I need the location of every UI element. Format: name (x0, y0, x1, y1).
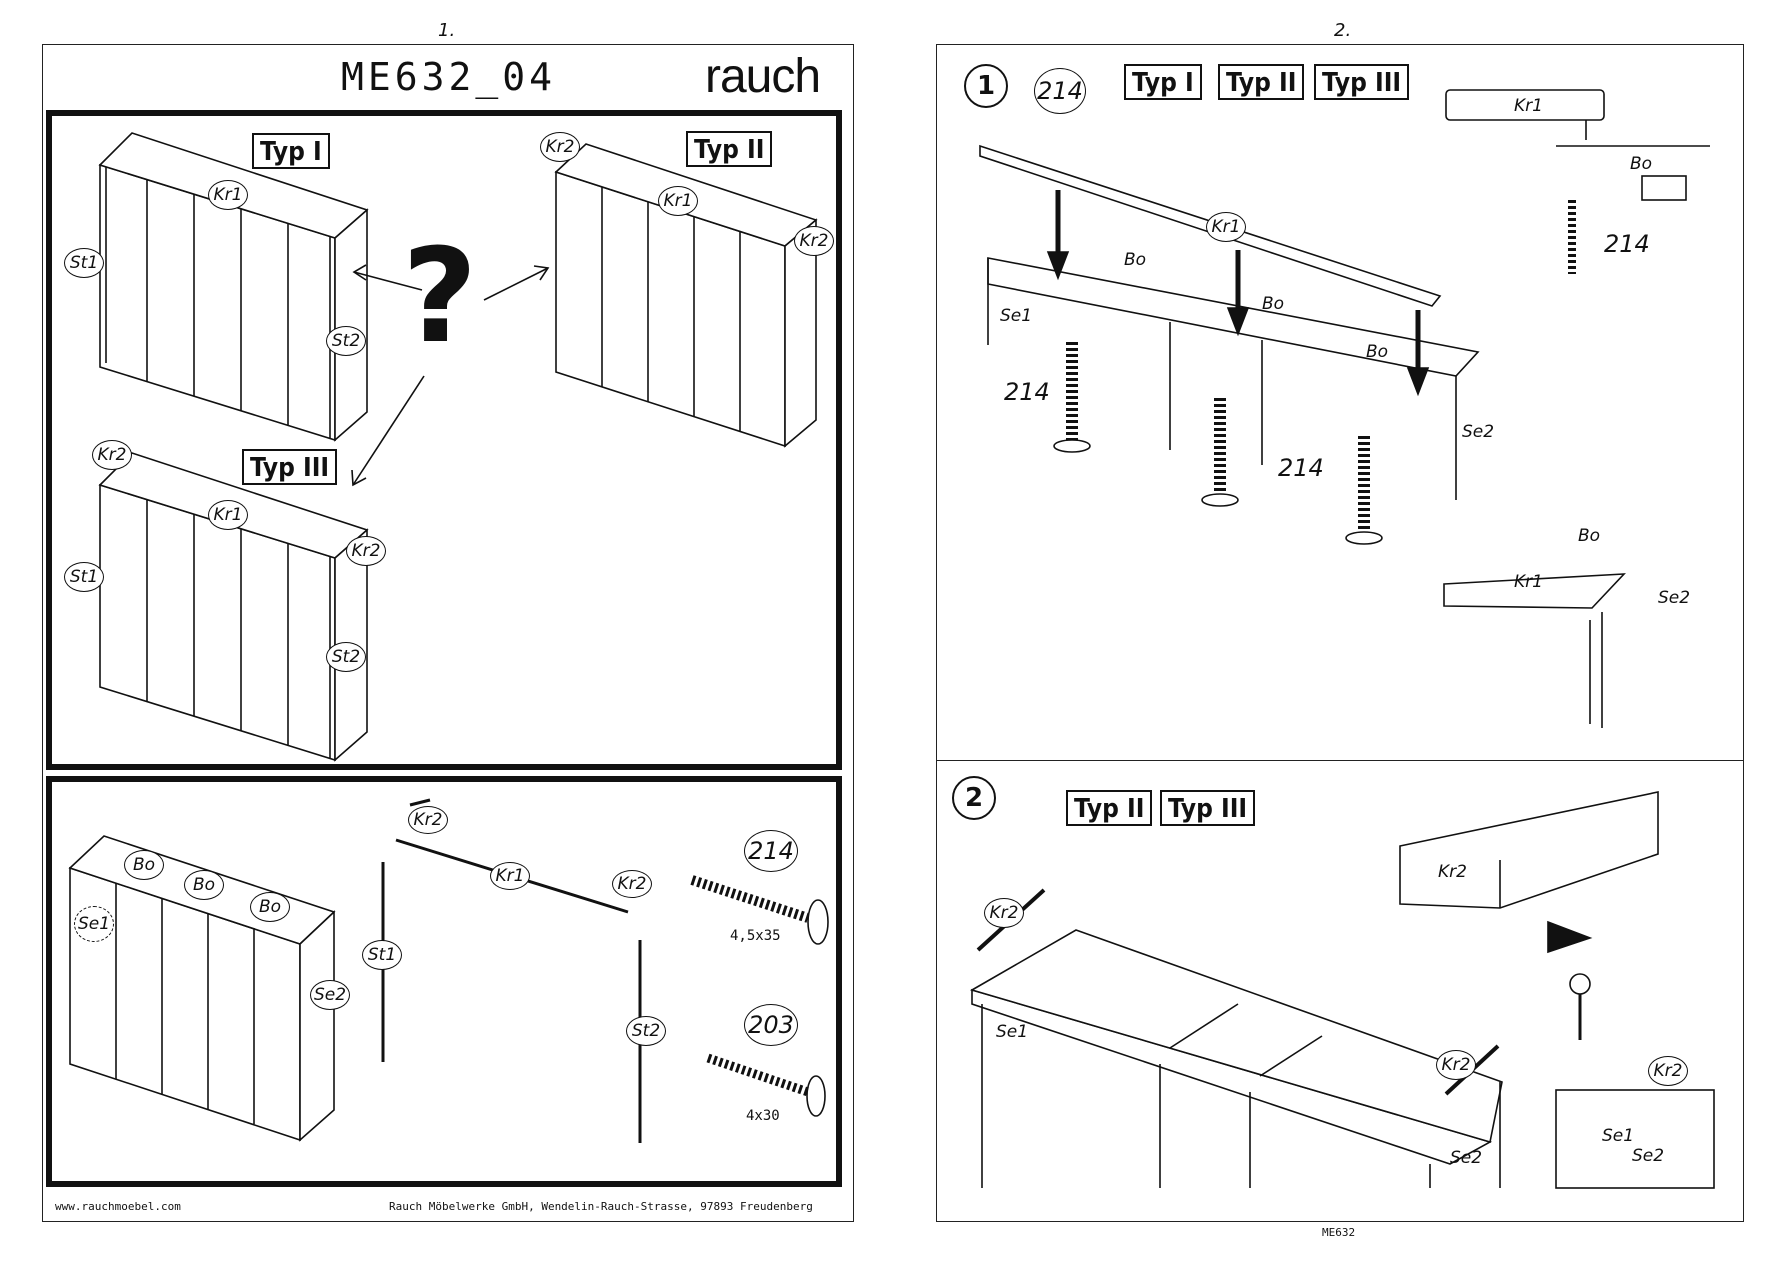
parts-overview-panel (46, 776, 842, 1187)
label-kr2: Kr2 (1436, 1050, 1476, 1080)
screw-size-203: 4x30 (746, 1108, 780, 1124)
label-se1: Se1 (74, 906, 114, 942)
label-kr1: Kr1 (1206, 212, 1246, 242)
label-kr1: Kr1 (490, 862, 530, 890)
model-number: ME632_04 (341, 55, 557, 99)
type-label-typ2: Typ II (686, 131, 773, 167)
label-se2: Se2 (1450, 1148, 1483, 1168)
label-se2: Se2 (1658, 588, 1691, 608)
type-label-typ3: Typ III (242, 449, 338, 485)
page-number-right: 2. (1334, 20, 1352, 41)
label-st1: St1 (362, 940, 402, 970)
label-bo: Bo (184, 870, 224, 900)
footer-model: ME632 (1322, 1226, 1356, 1239)
label-bo: Bo (250, 892, 290, 922)
question-mark: ? (402, 220, 478, 372)
label-se1: Se1 (1602, 1126, 1635, 1146)
label-st2: St2 (326, 326, 366, 356)
label-kr1: Kr1 (1514, 96, 1543, 116)
page-number-left: 1. (438, 20, 456, 41)
type-label-typ1: Typ I (252, 133, 330, 169)
label-bo: Bo (1578, 526, 1601, 546)
label-se1: Se1 (1000, 306, 1033, 326)
label-bo: Bo (1366, 342, 1389, 362)
label-bo: Bo (1630, 154, 1653, 174)
label-kr2: Kr2 (540, 132, 580, 162)
right-page (936, 44, 1744, 1222)
label-kr2: Kr2 (92, 440, 132, 470)
label-kr2: Kr2 (984, 898, 1024, 928)
footer-url: www.rauchmoebel.com (55, 1200, 181, 1213)
label-bo: Bo (1124, 250, 1147, 270)
label-kr2: Kr2 (794, 226, 834, 256)
label-kr2: Kr2 (1438, 862, 1467, 882)
label-kr1: Kr1 (1514, 572, 1543, 592)
screw-203-drawing (706, 1053, 826, 1117)
step1-typ3: Typ III (1314, 64, 1410, 100)
label-kr2: Kr2 (346, 536, 386, 566)
step1-typ1: Typ I (1124, 64, 1202, 100)
screw-number-214: 214 (744, 830, 798, 872)
step-divider (936, 760, 1744, 761)
step2-typ2: Typ II (1066, 790, 1153, 826)
screw-214-drawing (690, 875, 829, 945)
step-number-2: 2 (952, 776, 996, 820)
screw-size-214: 4,5x35 (730, 928, 781, 944)
label-screw-214: 214 (1004, 378, 1050, 406)
label-screw-214: 214 (1278, 454, 1324, 482)
label-screw-214: 214 (1604, 230, 1650, 258)
label-kr2: Kr2 (612, 870, 652, 898)
label-bo: Bo (124, 850, 164, 880)
step2-typ3: Typ III (1160, 790, 1256, 826)
left-page: ME632_04 rauch www.rauchmoebel.com Rauch… (42, 44, 854, 1222)
step1-screw-number: 214 (1034, 68, 1086, 114)
step1-typ2: Typ II (1218, 64, 1305, 100)
label-se2: Se2 (310, 980, 350, 1010)
screw-number-203: 203 (744, 1004, 798, 1046)
step-number-1: 1 (964, 64, 1008, 108)
label-st2: St2 (626, 1016, 666, 1046)
label-kr1: Kr1 (208, 180, 248, 210)
label-se2: Se2 (1462, 422, 1495, 442)
footer-address: Rauch Möbelwerke GmbH, Wendelin-Rauch-St… (389, 1200, 813, 1213)
label-kr2: Kr2 (1648, 1056, 1688, 1086)
label-st1: St1 (64, 562, 104, 592)
brand-logo: rauch (705, 50, 821, 103)
type-overview-panel (46, 110, 842, 770)
wardrobe-typ3 (98, 452, 369, 762)
label-kr2: Kr2 (408, 806, 448, 834)
label-se2: Se2 (1632, 1146, 1665, 1166)
label-se1: Se1 (996, 1022, 1029, 1042)
label-kr1: Kr1 (208, 500, 248, 530)
label-st1: St1 (64, 248, 104, 278)
label-bo: Bo (1262, 294, 1285, 314)
wardrobe-typ1 (98, 132, 369, 442)
label-kr1: Kr1 (658, 186, 698, 216)
label-st2: St2 (326, 642, 366, 672)
